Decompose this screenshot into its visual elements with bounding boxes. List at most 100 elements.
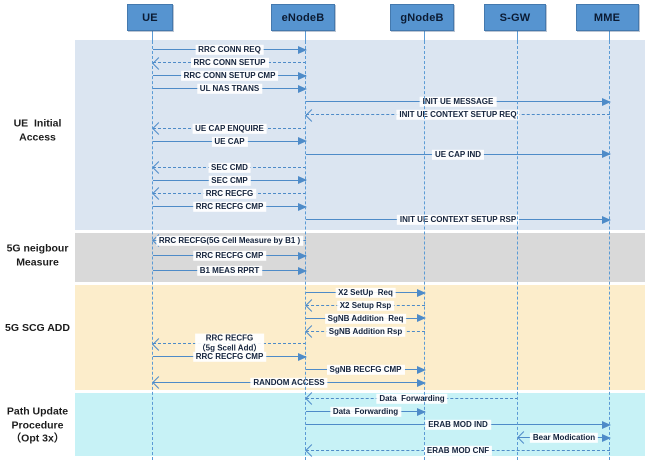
arrowhead-right-icon [417, 407, 426, 416]
actor-box-s-gw: S-GW [484, 4, 546, 31]
lifeline-stub [609, 31, 611, 41]
message: Data Forwarding [306, 406, 426, 417]
message: Data Forwarding [305, 392, 518, 406]
lifeline [152, 41, 154, 460]
lifeline [424, 41, 426, 460]
message-label: RRC CONN SETUP [190, 57, 269, 68]
message: ERAB MOD CNF [305, 444, 610, 458]
message-label: RRC CONN REQ [195, 44, 264, 55]
message-label: Bear Modication [529, 432, 599, 443]
actor-box-mme: MME [575, 4, 639, 31]
arrowhead-right-icon [298, 137, 307, 146]
actor-box-gnodeb: gNodeB [390, 4, 454, 31]
message: RRC RECFG [152, 187, 306, 201]
phase-label: UE Initial Access [13, 117, 62, 143]
actor-label: MME [593, 11, 621, 24]
message: UE CAP ENQUIRE [152, 122, 306, 135]
message: SEC CMP [153, 175, 307, 186]
arrowhead-right-icon [298, 84, 307, 93]
message-label: SEC CMD [208, 162, 251, 173]
message-label: SEC CMP [208, 175, 251, 186]
message-label: RRC CONN SETUP CMP [180, 70, 279, 81]
phase-label: 5G SCG ADD [5, 322, 70, 335]
message: B1 MEAS RPRT [153, 265, 307, 276]
message: RRC CONN REQ [153, 44, 307, 55]
message-label: INIT UE MESSAGE [419, 97, 497, 108]
arrowhead-right-icon [417, 365, 426, 374]
actor-box-enodeb: eNodeB [271, 4, 335, 31]
phase-band [75, 40, 645, 230]
arrowhead-right-icon [417, 378, 426, 387]
message-label: SgNB Addition Req [324, 313, 407, 324]
arrowhead-right-icon [602, 150, 611, 159]
lifeline [609, 41, 611, 460]
message: UE CAP [153, 136, 307, 147]
message: SEC CMD [152, 161, 306, 174]
message-label: Data Forwarding [329, 406, 402, 417]
message: Bear Modication [517, 431, 611, 445]
message-label: X2 Setup Rsp [336, 300, 395, 311]
lifeline-stub [424, 31, 426, 41]
lifeline-stub [305, 31, 307, 41]
arrowhead-right-icon [602, 433, 611, 442]
message: RRC CONN SETUP [152, 56, 306, 70]
phase-label: 5G neigbour Measure [6, 242, 69, 268]
message-label: RANDOM ACCESS [250, 377, 328, 388]
message-label: ERAB MOD IND [425, 419, 491, 430]
arrowhead-right-icon [602, 97, 611, 106]
message-label: ERAB MOD CNF [423, 445, 493, 456]
message: RRC RECFG CMP [153, 250, 307, 261]
message-label: RRC RECFG CMP [192, 201, 267, 212]
lifeline-stub [517, 31, 519, 41]
message-label: UE CAP [211, 136, 248, 147]
message: INIT UE CONTEXT SETUP REQ [305, 108, 610, 122]
message: RRC RECFG CMP [153, 352, 307, 363]
message: UE CAP IND [306, 149, 611, 160]
lifeline-stub [152, 31, 154, 41]
message-label: UE CAP ENQUIRE [192, 123, 267, 134]
message-label: RRC RECFG(5G Cell Measure by B1 ) [155, 235, 304, 246]
message-label: INIT UE CONTEXT SETUP REQ [396, 110, 520, 121]
message: RRC CONN SETUP CMP [153, 70, 307, 81]
message-label: RRC RECFG （5g Scell Add） [194, 333, 265, 354]
message-label: RRC RECFG CMP [192, 250, 267, 261]
message-label: INIT UE CONTEXT SETUP RSP [396, 214, 520, 225]
message: RANDOM ACCESS [152, 376, 426, 390]
message: INIT UE CONTEXT SETUP RSP [306, 214, 611, 225]
message-label: UE CAP IND [431, 149, 485, 160]
message: RRC RECFG(5G Cell Measure by B1 ) [152, 234, 306, 248]
lifeline [517, 41, 519, 460]
arrowhead-right-icon [417, 314, 426, 323]
message: X2 Setup Rsp [305, 299, 425, 313]
message: RRC RECFG （5g Scell Add） [152, 333, 306, 354]
arrowhead-right-icon [298, 202, 307, 211]
message-label: X2 SetUp Req [335, 287, 396, 298]
message-label: Data Forwarding [376, 393, 448, 404]
message: X2 SetUp Req [306, 287, 426, 298]
arrowhead-right-icon [298, 251, 307, 260]
actor-label: S-GW [499, 11, 531, 24]
lifeline [305, 41, 307, 460]
arrowhead-right-icon [602, 215, 611, 224]
message-label: RRC RECFG CMP [192, 352, 267, 363]
message: RRC RECFG CMP [153, 201, 307, 212]
message: ERAB MOD IND [306, 419, 611, 430]
message-label: UL NAS TRANS [196, 83, 263, 94]
actor-label: eNodeB [281, 11, 325, 24]
actor-label: gNodeB [400, 11, 444, 24]
arrowhead-right-icon [298, 176, 307, 185]
message-label: SgNB RECFG CMP [326, 364, 405, 375]
arrowhead-right-icon [602, 420, 611, 429]
actor-label: UE [142, 11, 158, 24]
arrowhead-right-icon [298, 71, 307, 80]
message: SgNB Addition Rsp [305, 325, 425, 338]
message: UL NAS TRANS [153, 83, 307, 94]
message-label: RRC RECFG [202, 188, 257, 199]
arrowhead-right-icon [298, 45, 307, 54]
arrowhead-right-icon [417, 288, 426, 297]
arrowhead-right-icon [298, 266, 307, 275]
message-label: SgNB Addition Rsp [325, 326, 406, 337]
message: SgNB Addition Req [306, 313, 426, 324]
arrowhead-right-icon [298, 352, 307, 361]
